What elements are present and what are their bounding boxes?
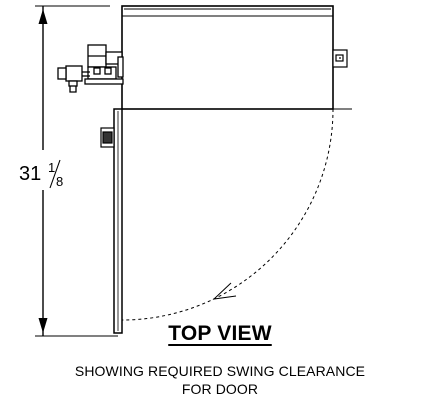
caption: SHOWING REQUIRED SWING CLEARANCE FOR DOO… — [70, 362, 370, 398]
valve-assembly — [57, 44, 124, 93]
cabinet-body — [116, 5, 352, 110]
dimension-fraction-bar — [49, 159, 61, 189]
door-knob — [100, 127, 115, 148]
view-title: TOP VIEW — [168, 322, 272, 345]
caption-line-2: FOR DOOR — [181, 381, 259, 397]
dimension-numerator: 1 — [48, 160, 55, 175]
swing-clearance-arc — [121, 108, 334, 321]
arrowhead-top — [38, 9, 48, 24]
dimension-whole: 31 — [19, 163, 41, 185]
side-latch — [332, 49, 348, 68]
arrowhead-bottom — [38, 318, 48, 333]
door — [113, 108, 123, 334]
dimension-denominator: 8 — [56, 174, 63, 189]
swing-arrow — [212, 282, 237, 300]
caption-line-1: SHOWING REQUIRED SWING CLEARANCE — [74, 363, 366, 379]
